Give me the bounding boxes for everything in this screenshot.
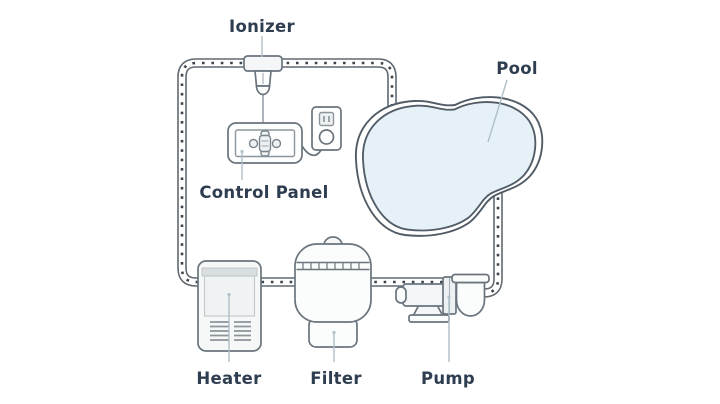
- ionizer-device: [243, 55, 283, 123]
- pool-leader-line: [487, 79, 508, 143]
- pump-motor: [402, 283, 446, 307]
- knob-stripes: [261, 140, 269, 147]
- power-outlet: [301, 106, 342, 157]
- pump-device: [395, 273, 490, 323]
- filter-clamp-band: [296, 261, 370, 271]
- ionizer-dome: [255, 85, 271, 96]
- heater-seam: [201, 267, 258, 277]
- filter-label: Filter: [310, 369, 362, 388]
- pump-motor-cap: [395, 286, 407, 304]
- pump-label: Pump: [421, 369, 475, 388]
- pool-label: Pool: [496, 59, 538, 78]
- filter-tank: [294, 243, 372, 323]
- ionizer-body: [243, 55, 283, 72]
- knob-center: [258, 134, 272, 153]
- outlet-slots: [323, 116, 330, 122]
- control-panel-label: Control Panel: [199, 183, 328, 202]
- pool-water: [362, 101, 537, 232]
- knob-left: [248, 138, 259, 149]
- pump-basket: [455, 281, 486, 317]
- heater-vent-right: [234, 321, 251, 341]
- pool-shape: [354, 96, 544, 237]
- filter-band-ticks: [302, 262, 360, 270]
- heater-vent-left: [210, 321, 229, 341]
- control-panel-device: [227, 122, 303, 164]
- filter-band-lines: [296, 261, 370, 271]
- pump-lid: [451, 273, 490, 284]
- pipe-main-dots: [180, 61, 452, 284]
- knob-right: [271, 138, 282, 149]
- valve-knob-icon: [248, 130, 282, 157]
- leader-lines: [227, 36, 508, 362]
- heater-label: Heater: [196, 369, 262, 388]
- outlet-socket-square: [318, 111, 335, 127]
- pump-base: [408, 314, 450, 323]
- labels: Ionizer Pool Control Panel Heater Filter…: [196, 17, 537, 388]
- filter-device: [294, 236, 372, 348]
- outlet-socket-round: [318, 129, 335, 145]
- ionizer-label: Ionizer: [229, 17, 295, 36]
